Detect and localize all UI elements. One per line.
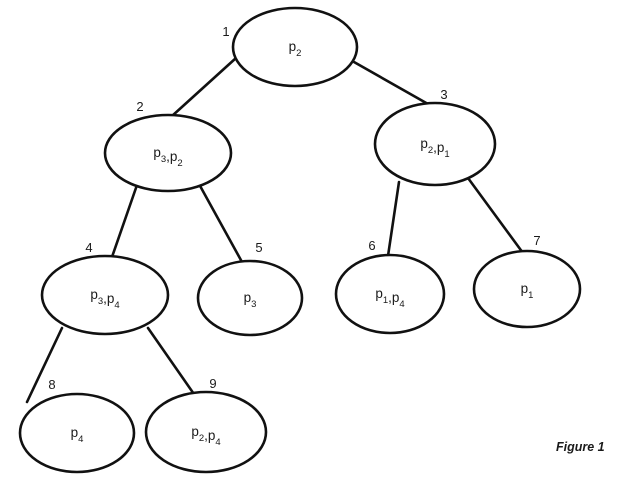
nodes-group: p2 1 p3,p2 2 p2,p1 3 p3,p4 4 p3 5 p1,p4 6 p1 7 p4 8 p2,p… [18,6,582,474]
node-shape-6[interactable] [334,253,446,335]
tree-node-7[interactable]: p1 7 [472,233,582,329]
tree-edge-3-6 [386,180,401,258]
tree-node-6[interactable]: p1,p4 6 [334,238,446,335]
tree-node-1[interactable]: p2 1 [222,6,359,88]
node-index-6: 6 [368,238,375,253]
edges-group [25,56,525,404]
node-index-7: 7 [533,233,540,248]
tree-node-3[interactable]: p2,p1 3 [373,87,497,187]
node-index-8: 8 [48,377,55,392]
node-shape-1[interactable] [231,6,359,88]
tree-edge-4-9 [146,326,198,399]
tree-node-4[interactable]: p3,p4 4 [40,240,170,336]
tree-node-5[interactable]: p3 5 [196,240,304,337]
node-label-5: p3 [244,290,257,310]
node-shape-8[interactable] [18,392,136,474]
node-label-4: p3,p4 [90,287,119,311]
node-shape-9[interactable] [144,390,268,474]
node-shape-7[interactable] [472,249,582,329]
tree-edge-1-2 [170,56,238,118]
node-shape-2[interactable] [103,113,233,193]
tree-edge-2-5 [197,182,244,264]
node-label-6: p1,p4 [375,286,404,310]
node-label-7: p1 [521,281,534,301]
node-index-9: 9 [209,376,216,391]
node-label-2: p3,p2 [153,145,182,169]
node-index-1: 1 [222,24,229,39]
node-label-1: p2 [289,39,302,59]
node-index-4: 4 [85,240,92,255]
node-label-3: p2,p1 [420,136,449,160]
tree-node-2[interactable]: p3,p2 2 [103,99,233,193]
node-index-2: 2 [136,99,143,114]
tree-node-9[interactable]: p2,p4 9 [144,376,268,474]
figure-caption: Figure 1 [556,440,605,454]
node-label-9: p2,p4 [191,424,220,448]
node-shape-3[interactable] [373,101,497,187]
node-index-3: 3 [440,87,447,102]
tree-edge-3-7 [466,176,525,255]
node-shape-4[interactable] [40,254,170,336]
node-index-5: 5 [255,240,262,255]
tree-node-8[interactable]: p4 8 [18,377,136,474]
tree-edge-4-8 [25,326,64,404]
tree-edge-1-3 [352,60,430,106]
tree-edge-2-4 [110,183,139,259]
node-shape-5[interactable] [196,259,304,337]
node-label-8: p4 [71,425,84,445]
